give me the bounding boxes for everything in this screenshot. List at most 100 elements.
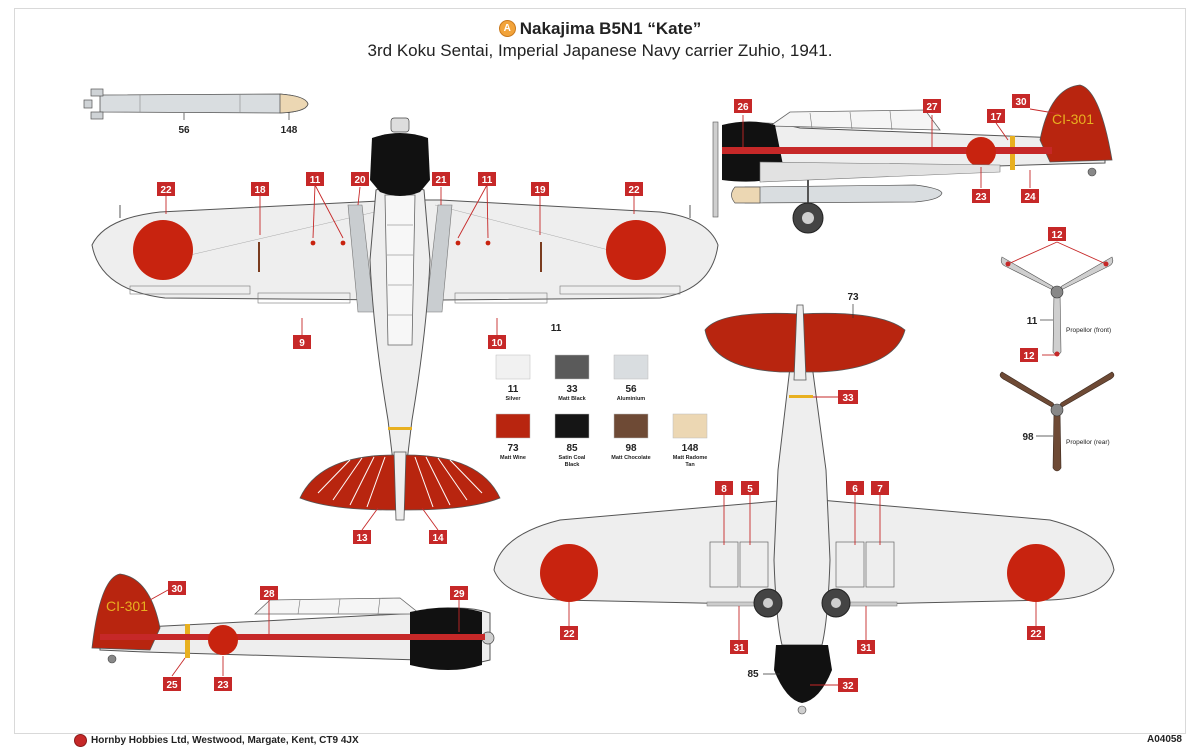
top-canopy [384,194,416,346]
decal-32: 32 [838,678,858,692]
decal-19: 19 [531,182,549,196]
decal-11-left: 11 [306,172,324,186]
svg-text:31: 31 [733,643,745,654]
propeller-rear: 98 Propellor (rear) [999,371,1115,472]
top-cowling [370,133,430,196]
svg-text:27: 27 [926,102,938,113]
paint-code: 56 [625,384,637,395]
svg-text:18: 18 [254,185,266,196]
top-view: 11 [91,117,719,531]
side-right-propeller [712,121,719,218]
svg-text:21: 21 [435,175,447,186]
svg-text:23: 23 [217,680,229,691]
decal-20: 20 [351,172,369,186]
prop-front-caption: Propellor (front) [1066,327,1111,334]
svg-text:5: 5 [747,484,753,495]
top-tail-stripe [388,427,412,430]
paint-code: 148 [682,443,699,454]
side-left-hinomaru [208,625,238,655]
header: A Nakajima B5N1 “Kate” 3rd Koku Sentai, … [0,18,1200,61]
paint-name: Silver [506,396,522,402]
decal-12-bottom: 12 [1020,348,1038,362]
decal-22-bottom-left: 22 [560,626,578,640]
airfix-logo-icon [74,734,87,747]
svg-text:26: 26 [737,102,749,113]
paint-name: Tan [685,462,695,468]
decal-23-left: 23 [214,677,232,691]
decal-11-right: 11 [478,172,496,186]
paint-name: Matt Chocolate [611,455,650,461]
torpedo-warhead [279,93,309,114]
side-right-hinomaru [966,137,996,167]
decal-31-left: 31 [730,640,748,654]
torpedo: 56 148 [83,88,309,136]
decal-31-right: 31 [857,640,875,654]
side-view-left: CI-301 [91,573,495,677]
decal-9: 9 [293,335,311,349]
decal-10: 10 [488,335,506,349]
decal-5: 5 [741,481,759,495]
side-right-fuselage-band [722,147,1052,154]
top-left-hinomaru [133,220,193,280]
bottom-right-hinomaru [1007,544,1065,602]
decal-29: 29 [450,586,468,600]
bottom-left-hinomaru [540,544,598,602]
decal-30-left: 30 [168,581,186,595]
decal-17: 17 [987,109,1005,123]
svg-text:14: 14 [432,533,444,544]
svg-text:13: 13 [356,533,368,544]
bottom-tailplane [704,312,906,373]
prop-rear-paint-98: 98 [1022,432,1034,443]
decal-8: 8 [715,481,733,495]
svg-text:29: 29 [453,589,465,600]
decal-27: 27 [923,99,941,113]
side-left-canopy [253,597,422,615]
svg-text:10: 10 [491,338,503,349]
decal-24: 24 [1021,189,1039,203]
bottom-paint-85: 85 [747,669,759,680]
svg-text:12: 12 [1023,351,1035,362]
side-right-torpedo [738,184,943,204]
footer-product-code: A04058 [1146,734,1182,745]
decal-28: 28 [260,586,278,600]
decal-30-right: 30 [1012,94,1030,108]
decal-25: 25 [163,677,181,691]
svg-text:32: 32 [842,681,854,692]
torpedo-paint-148: 148 [281,125,298,136]
page-subtitle: 3rd Koku Sentai, Imperial Japanese Navy … [367,40,833,60]
svg-text:31: 31 [860,643,872,654]
paint-code: 33 [566,384,578,395]
decal-6: 6 [846,481,864,495]
paint-name: Matt Wine [500,455,526,461]
decal-7: 7 [871,481,889,495]
side-right-tail [1039,84,1113,163]
svg-text:12: 12 [1051,230,1063,241]
top-leader-lines [165,184,635,531]
side-view-right: CI-301 [712,84,1113,234]
side-left-fuselage-band [100,634,485,640]
decal-13: 13 [353,530,371,544]
paint-name: Satin Coal [559,455,586,461]
svg-text:25: 25 [166,680,178,691]
decal-26: 26 [734,99,752,113]
bottom-fuselage [773,344,831,646]
svg-text:33: 33 [842,393,854,404]
paint-name: Matt Radome [673,455,708,461]
paint-code: 73 [507,443,519,454]
svg-text:7: 7 [877,484,883,495]
decal-callouts: 22 18 11 20 21 11 19 22 9 10 13 14 26 27… [157,94,1066,692]
svg-text:6: 6 [852,484,858,495]
propeller-front: 11 Propellor (front) [1000,241,1114,357]
svg-text:30: 30 [171,584,183,595]
svg-text:20: 20 [354,175,366,186]
